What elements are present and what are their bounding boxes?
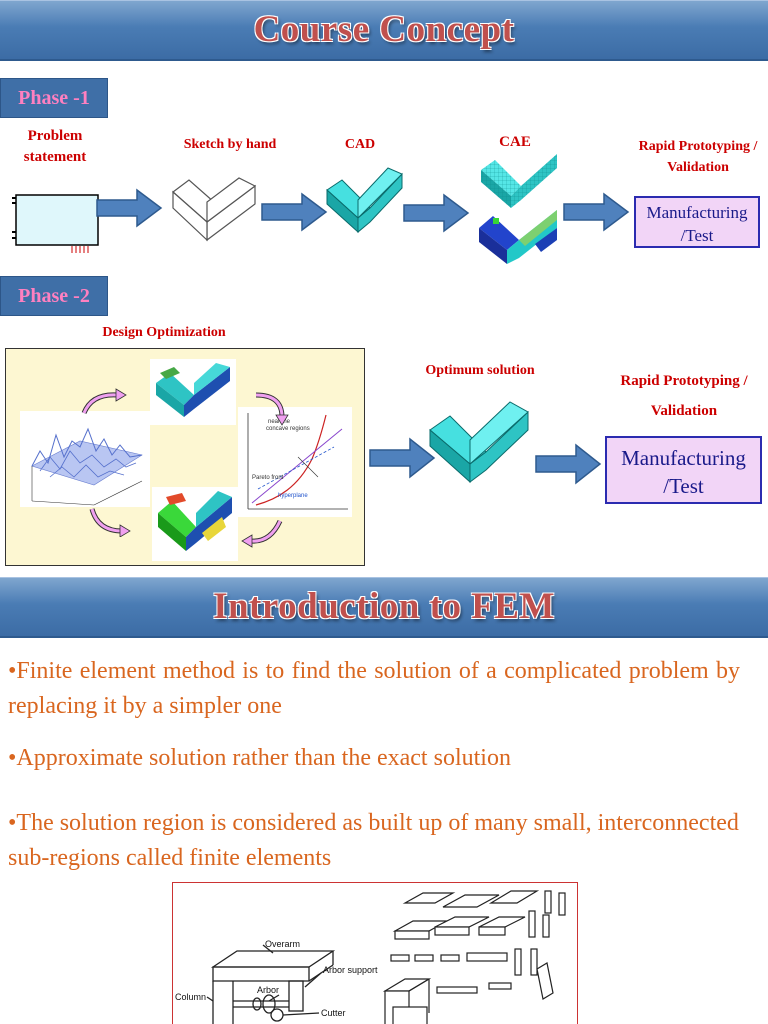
arrow-right-icon: [96, 188, 163, 228]
graph-concave-label: concave regions: [266, 426, 310, 432]
manufacturing-test-box-1: Manufacturing /Test: [634, 196, 760, 248]
sketch-label: Sketch by hand: [183, 137, 277, 152]
bullet-solution-region: •The solution region is considered as bu…: [8, 810, 739, 871]
curved-arrow-icon: [81, 388, 127, 415]
cae-label: CAE: [499, 134, 531, 150]
milling-machine-figure: Overarm Arbor support Arbor Column Cutte…: [172, 882, 578, 1024]
fem-intro-title: Introduction to FEM: [213, 586, 555, 627]
milling-drawing: Overarm Arbor support Arbor Column Cutte…: [175, 890, 566, 1024]
fea-bracket-top-figure: [150, 359, 236, 425]
arbor-label: Arbor: [257, 985, 279, 995]
course-concept-title: Course Concept: [253, 9, 515, 50]
cae-mesh-figure: [479, 154, 557, 264]
bullet-approximate-solution: •Approximate solution rather than the ex…: [8, 745, 511, 771]
design-optimization-label: Design Optimization: [102, 325, 226, 340]
rapid-prototyping-label-1: Rapid Prototyping / Validation: [638, 139, 758, 175]
phase-1-tag: Phase -1: [0, 78, 108, 118]
bullet-fem-definition: •Finite element method is to find the so…: [8, 658, 740, 719]
arrow-right-icon: [535, 443, 602, 485]
pareto-front-graph: near the concave regions Pareto front hy…: [238, 407, 352, 517]
rapid-prototyping-label-2: Rapid Prototyping / Validation: [620, 373, 748, 419]
manufacturing-test-box-2: Manufacturing /Test: [605, 436, 762, 504]
optimum-solution-label: Optimum solution: [425, 363, 535, 378]
overarm-label: Overarm: [265, 939, 300, 949]
curved-arrow-icon: [89, 508, 131, 537]
graph-hyperplane-label: hyperplane: [278, 493, 308, 499]
sketch-bracket-figure: [172, 177, 257, 242]
curved-arrow-icon: [255, 392, 289, 426]
fea-bracket-bottom-figure: [152, 487, 238, 561]
graph-pareto-label: Pareto front: [252, 475, 284, 481]
arrow-right-icon: [261, 192, 328, 232]
cad-bracket-figure: [326, 167, 403, 234]
curved-arrow-icon: [241, 519, 283, 548]
cutter-label: Cutter: [321, 1008, 346, 1018]
phase-2-tag: Phase -2: [0, 276, 108, 316]
design-optimization-panel: near the concave regions Pareto front hy…: [5, 348, 365, 566]
column-label: Column: [175, 992, 206, 1002]
surface-plot-figure: [20, 411, 150, 507]
problem-plate-figure: [12, 194, 99, 253]
fem-intro-banner: Introduction to FEM: [0, 577, 768, 638]
arrow-right-icon: [369, 437, 436, 479]
arrow-right-icon: [403, 193, 470, 233]
cad-label: CAD: [344, 137, 376, 152]
optimum-bracket-figure: [429, 401, 529, 484]
arbor-support-label: Arbor support: [323, 965, 378, 975]
problem-statement-label: Problem statement: [23, 128, 87, 165]
course-concept-banner: Course Concept: [0, 0, 768, 61]
arrow-right-icon: [563, 192, 630, 232]
graph-near-label: near the: [268, 419, 291, 425]
